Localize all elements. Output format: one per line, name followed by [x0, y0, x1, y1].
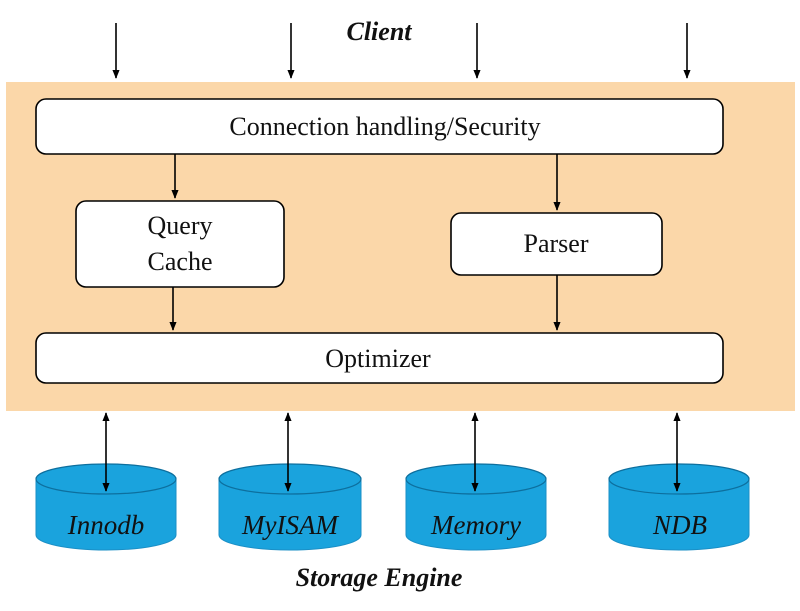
query-cache-label-line2: Cache: [148, 247, 213, 276]
engine-memory: Memory: [405, 412, 547, 551]
connection-handling-label: Connection handling/Security: [229, 112, 540, 141]
optimizer-label: Optimizer: [325, 344, 431, 373]
parser-label: Parser: [524, 229, 589, 258]
engine-innodb-label: Innodb: [67, 510, 145, 540]
query-cache-label-line1: Query: [148, 211, 213, 240]
engine-innodb: Innodb: [35, 412, 177, 551]
client-label: Client: [346, 17, 412, 46]
engine-myisam: MyISAM: [218, 412, 362, 551]
engine-myisam-label: MyISAM: [241, 510, 339, 540]
connection-handling-box: [35, 98, 724, 155]
engine-ndb-label: NDB: [652, 510, 707, 540]
query-cache-box: [75, 200, 285, 288]
engine-ndb: NDB: [608, 412, 750, 551]
engine-memory-label: Memory: [430, 510, 521, 540]
storage-engine-label: Storage Engine: [296, 563, 463, 592]
optimizer-box: [35, 332, 724, 384]
